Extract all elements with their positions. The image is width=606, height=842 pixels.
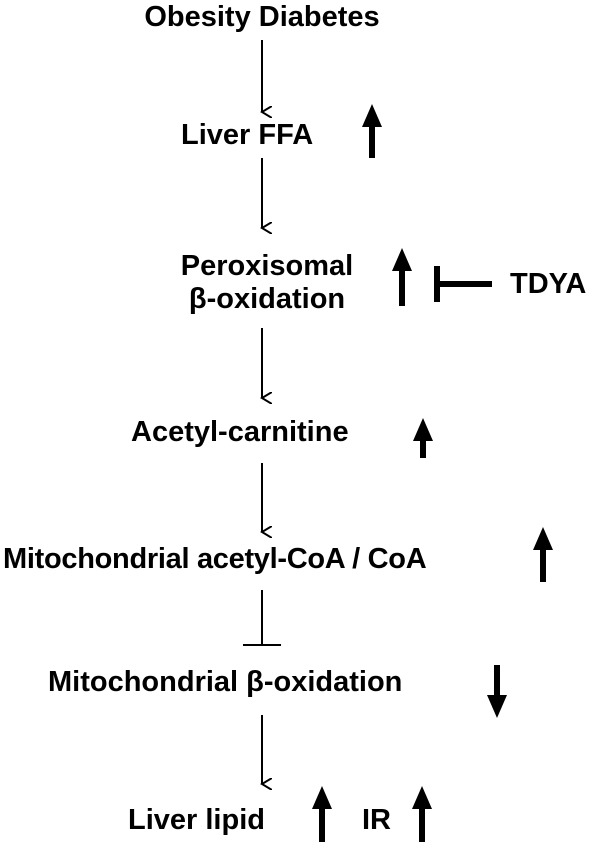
up-arrow-icon (312, 786, 332, 842)
node-peroxisomal-beta-oxidation: Peroxisomal β-oxidation (142, 250, 392, 317)
inhibition-mito-ratio-to-mito-beta (243, 590, 281, 646)
up-arrow-icon (533, 527, 553, 582)
down-arrow-icon (487, 665, 507, 718)
node-peroxisomal-line1: Peroxisomal (180, 250, 354, 282)
node-acetyl-carnitine: Acetyl-carnitine (131, 416, 349, 448)
node-peroxisomal-line2: β-oxidation (188, 283, 346, 316)
up-arrow-icon (392, 248, 412, 306)
node-liver-ffa: Liver FFA (181, 119, 314, 151)
node-tdya: TDYA (510, 268, 587, 300)
node-mito-acetyl-coa-ratio: Mitochondrial acetyl-CoA / CoA (3, 543, 427, 575)
up-arrow-icon (362, 104, 382, 158)
node-mito-beta-oxidation: Mitochondrial β-oxidation (48, 666, 403, 698)
inhibition-tdya-to-peroxisomal (434, 266, 492, 302)
up-arrow-icon (413, 418, 433, 458)
node-ir: IR (362, 804, 391, 836)
node-liver-lipid: Liver lipid (128, 804, 265, 836)
up-arrow-icon (412, 786, 432, 842)
node-obesity-diabetes: Obesity Diabetes (144, 1, 380, 33)
